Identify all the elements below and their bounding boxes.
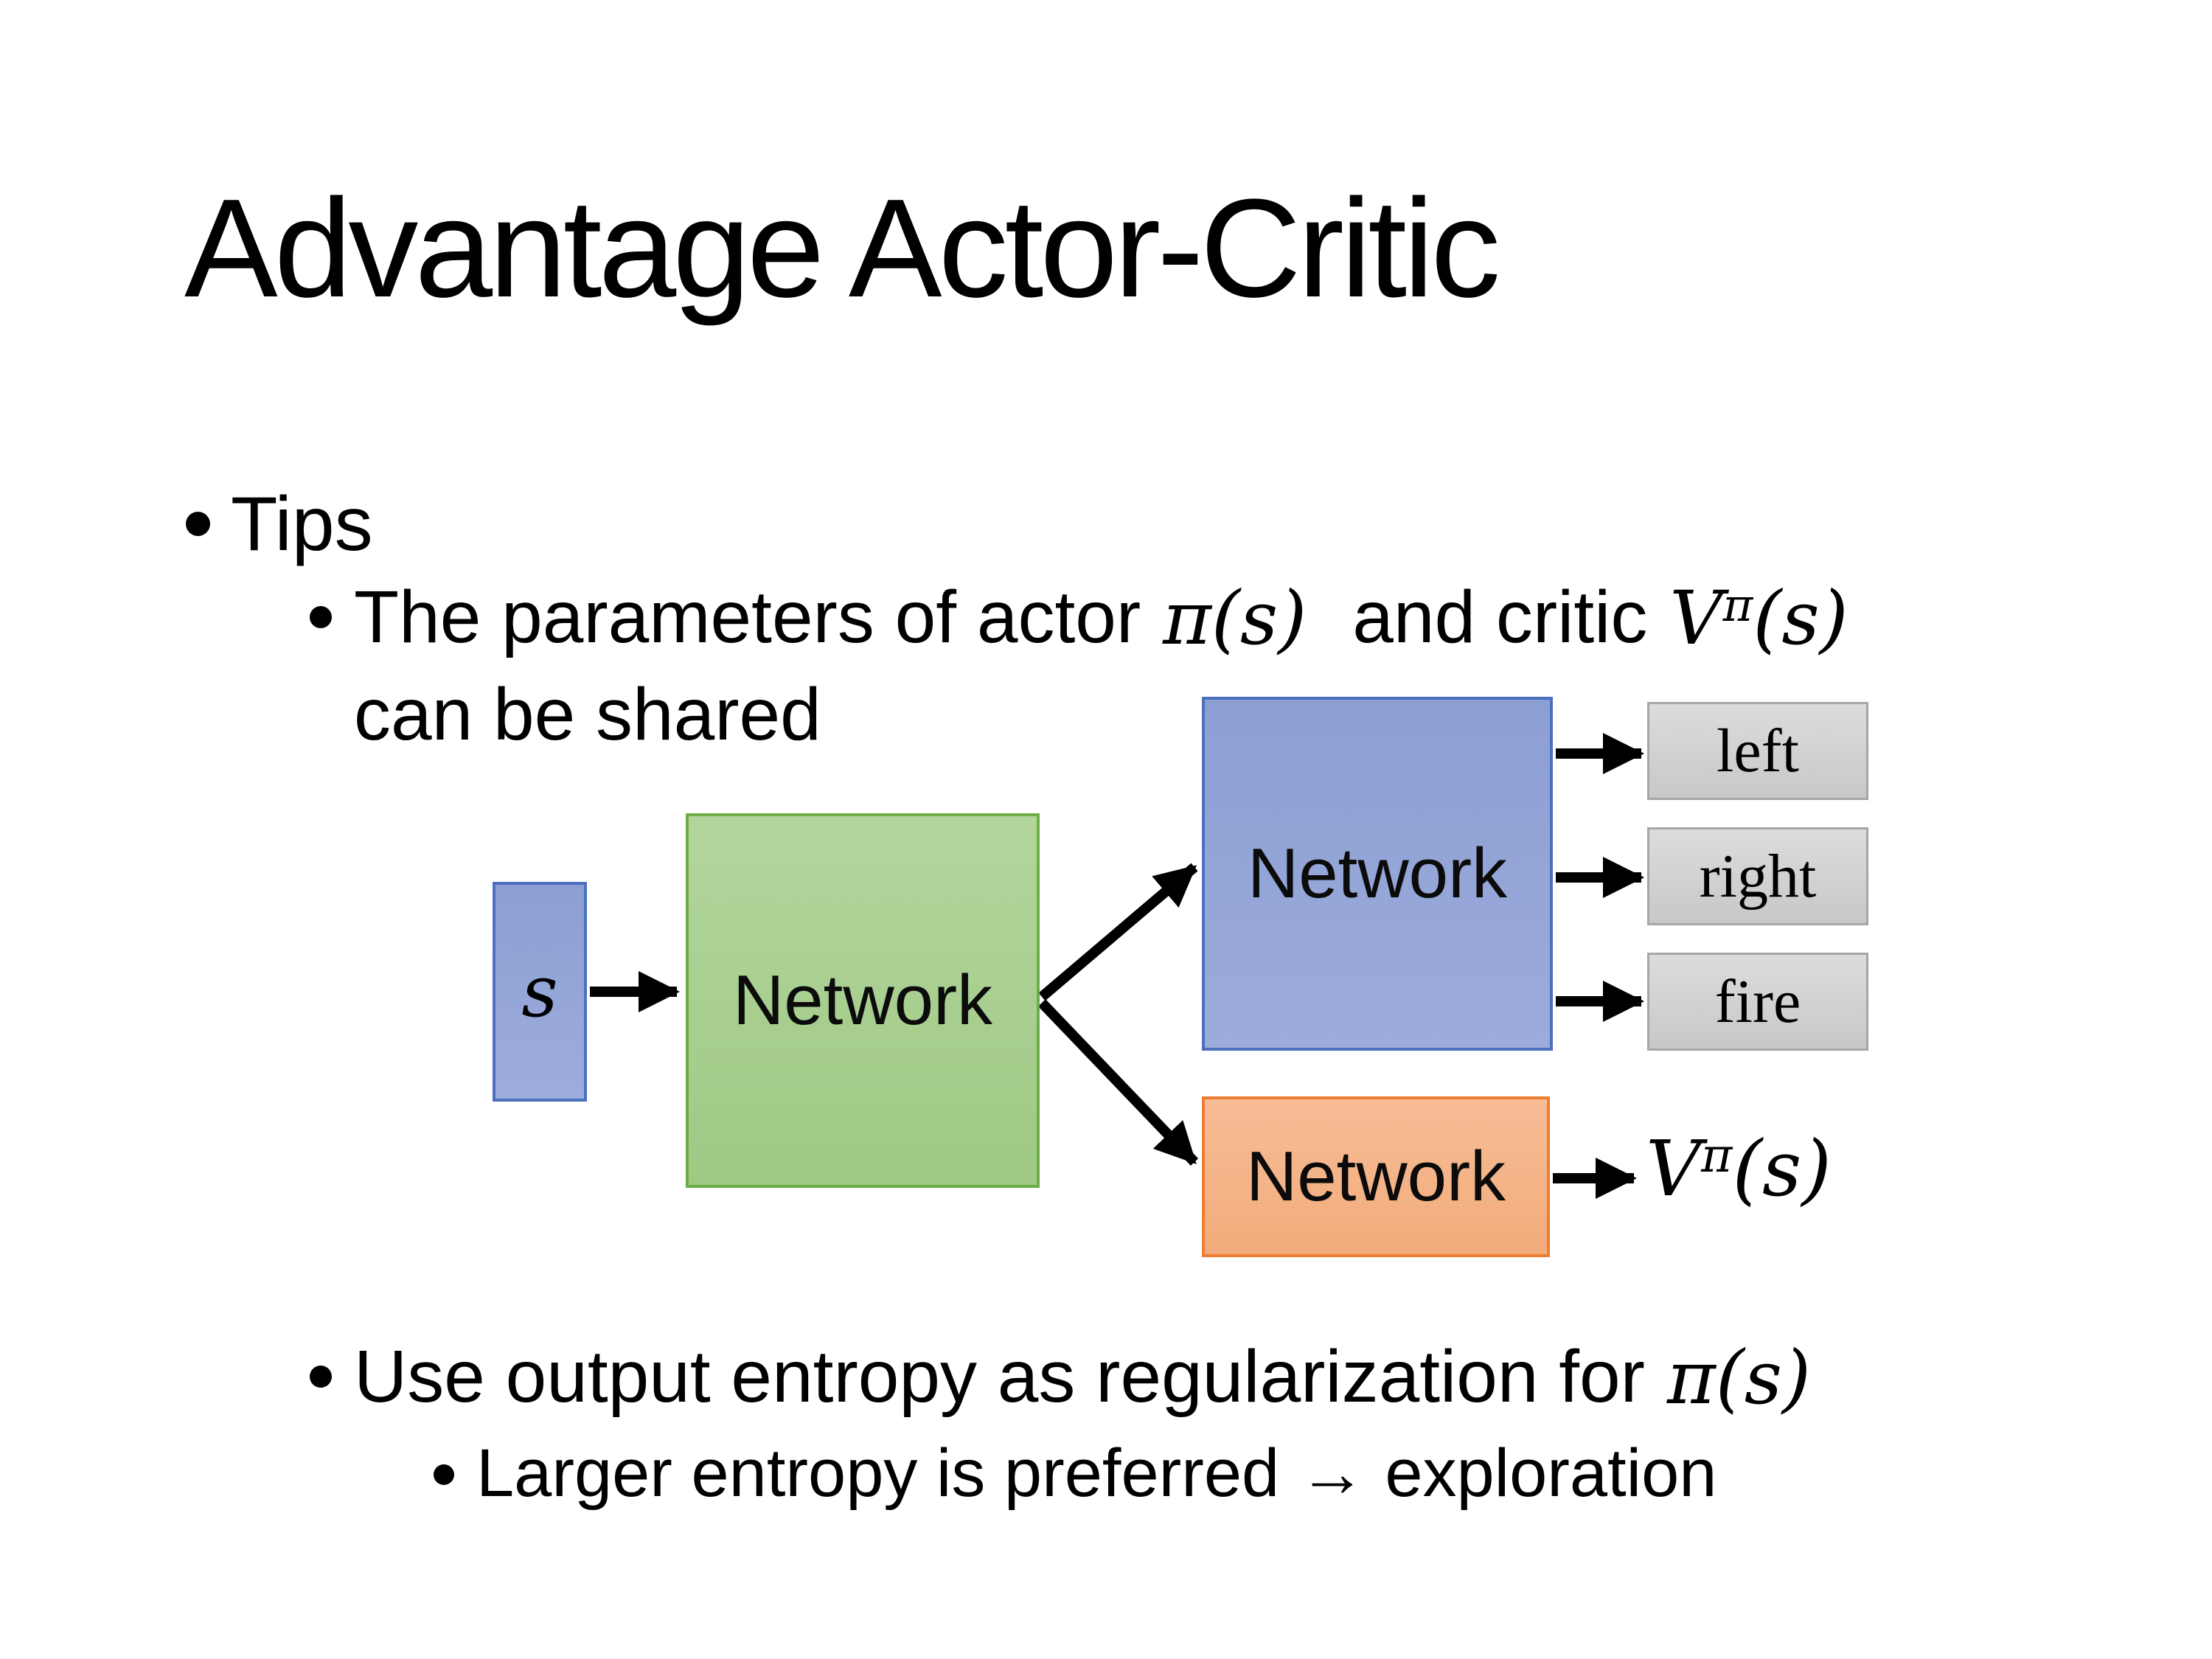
parameters-line2: can be shared: [354, 673, 821, 756]
actor-policy-math: π(s): [1163, 575, 1307, 661]
entropy-text: Use output entropy as regularization for: [354, 1335, 1645, 1418]
critic-value-sup: π: [1722, 578, 1753, 632]
parameters-text-1: The parameters of actor: [354, 576, 1141, 658]
critic-output-base: V: [1646, 1124, 1702, 1214]
bullet-dot: [186, 512, 210, 536]
input-state-label: s: [521, 950, 558, 1033]
input-state-box: s: [493, 882, 587, 1102]
critic-output-sup: π: [1701, 1127, 1733, 1183]
critic-value-args: (s): [1753, 575, 1848, 661]
bullet-dot: [310, 606, 332, 628]
critic-network-box: Network: [1202, 1096, 1550, 1257]
bullet-parameters: The parameters of actor π(s) and critic …: [310, 575, 1848, 661]
shared-network-label: Network: [732, 961, 993, 1040]
actor-network-label: Network: [1247, 834, 1508, 913]
entropy-policy-math: π(s): [1666, 1335, 1812, 1421]
action-label-right: right: [1699, 842, 1817, 911]
action-label-left: left: [1717, 717, 1799, 785]
bullet-exploration: Larger entropy is preferred → exploratio…: [434, 1435, 1717, 1512]
tips-label: Tips: [231, 481, 373, 567]
arrow-shared-to-actor: [1038, 863, 1198, 1001]
bullet-dot: [310, 1366, 332, 1388]
action-box-fire: fire: [1647, 953, 1868, 1051]
critic-value-base: V: [1669, 575, 1723, 661]
exploration-text: Larger entropy is preferred → exploratio…: [476, 1436, 1717, 1511]
critic-value-math: Vπ(s): [1669, 575, 1848, 661]
action-label-fire: fire: [1714, 967, 1801, 1036]
actor-network-box: Network: [1202, 697, 1553, 1051]
shared-network-box: Network: [686, 813, 1040, 1188]
action-box-right: right: [1647, 827, 1868, 925]
parameters-text-2: and critic: [1352, 576, 1648, 658]
critic-output-value: Vπ(s): [1646, 1124, 1832, 1214]
slide-title: Advantage Actor-Critic: [184, 170, 1500, 327]
bullet-dot: [434, 1464, 454, 1485]
bullet-entropy: Use output entropy as regularization for…: [310, 1335, 1811, 1421]
action-box-left: left: [1647, 702, 1868, 800]
arrow-shared-to-critic: [1037, 999, 1199, 1166]
critic-network-label: Network: [1245, 1137, 1506, 1216]
critic-output-args: (s): [1732, 1124, 1832, 1214]
bullet-tips: Tips: [186, 481, 373, 568]
